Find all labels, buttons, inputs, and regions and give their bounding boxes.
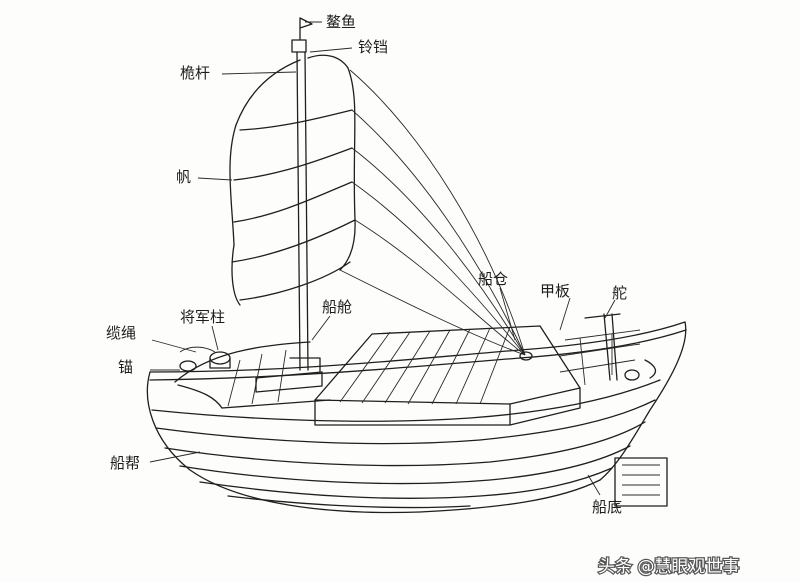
label-rudder: 舵	[612, 284, 627, 302]
label-anchor: 锚	[118, 358, 133, 376]
watermark-text: 头条 @慧眼观世事	[598, 557, 739, 577]
leader-lines	[149, 21, 616, 496]
windlass	[179, 346, 657, 381]
label-bottom: 船底	[592, 498, 622, 516]
cabin-block	[314, 325, 581, 426]
label-side: 船帮	[110, 454, 140, 472]
label-deck: 甲板	[540, 282, 570, 300]
label-mast: 桅杆	[180, 64, 210, 82]
label-cable: 缆绳	[106, 324, 136, 342]
label-windlass: 将军柱	[180, 308, 225, 326]
label-sail: 帆	[176, 168, 191, 186]
deck	[174, 329, 641, 409]
rudder	[584, 313, 668, 507]
mast	[255, 17, 323, 393]
sail	[229, 54, 533, 361]
label-hold: 船仓	[478, 270, 508, 288]
label-wind-vane: 鳌鱼	[326, 13, 356, 31]
label-pulley: 铃铛	[358, 38, 388, 56]
label-cabin: 船舱	[322, 298, 352, 316]
hull	[146, 321, 687, 514]
